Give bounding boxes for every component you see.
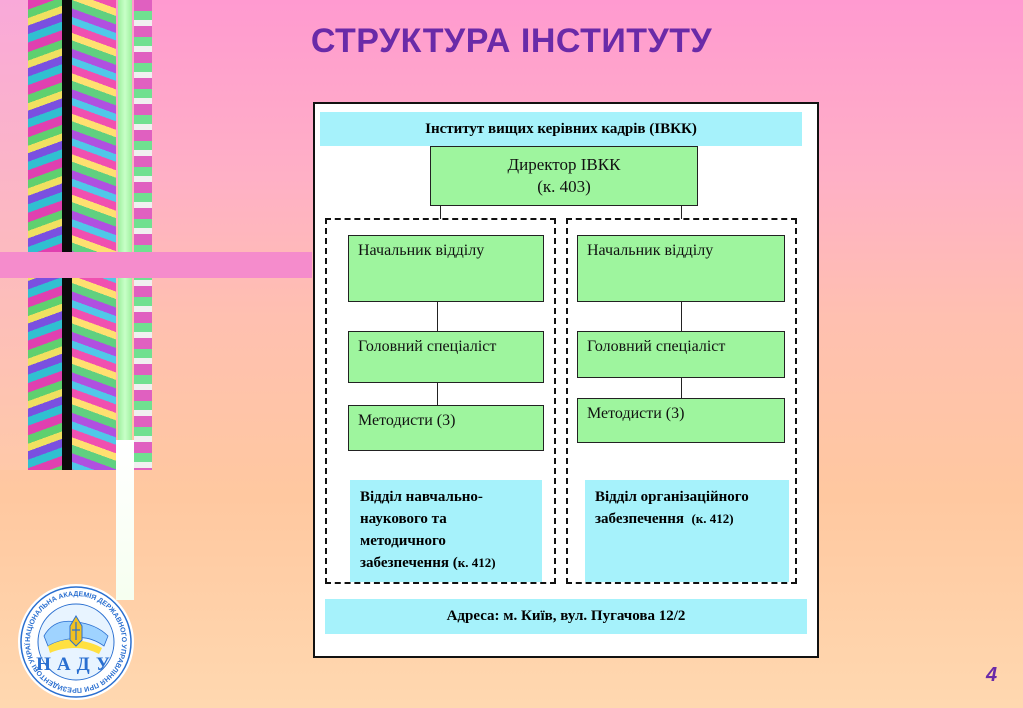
right-methodists-box: Методисти (3) [577, 398, 785, 443]
director-room: (к. 403) [537, 177, 591, 196]
connector-director-right [681, 205, 682, 219]
connector-right-spec-meth [681, 377, 682, 398]
right-department-group [566, 218, 797, 584]
decorative-strip [0, 0, 152, 470]
left-department-box: Відділ навчально-наукового та методичног… [350, 480, 542, 582]
left-department-name: Відділ навчально-наукового та методичног… [360, 489, 483, 571]
logo-letters: НАДУ [36, 654, 116, 675]
connector-left-spec-meth [437, 382, 438, 405]
nadu-logo: НАЦІОНАЛЬНА АКАДЕМІЯ ДЕРЖАВНОГО УПРАВЛІН… [15, 579, 134, 700]
slide-title: СТРУКТУРА ІНСТИТУТУ [310, 22, 713, 60]
director-title: Директор ІВКК [507, 155, 621, 174]
connector-left-head-spec [437, 301, 438, 331]
director-box: Директор ІВКК (к. 403) [430, 146, 698, 206]
right-department-box: Відділ організаційного забезпечення (к. … [585, 480, 789, 582]
institute-header: Інститут вищих керівних кадрів (ІВКК) [320, 112, 802, 146]
left-department-room: к. 412) [457, 555, 496, 570]
right-department-room: (к. 412) [691, 511, 734, 526]
right-specialist-box: Головний спеціаліст [577, 331, 785, 378]
left-department-group [325, 218, 556, 584]
right-department-name: Відділ організаційного забезпечення [595, 489, 749, 527]
left-head-box: Начальник відділу [348, 235, 544, 302]
address-bar: Адреса: м. Київ, вул. Пугачова 12/2 [325, 599, 807, 634]
nadu-emblem-icon: НАЦІОНАЛЬНА АКАДЕМІЯ ДЕРЖАВНОГО УПРАВЛІН… [15, 579, 132, 698]
left-methodists-box: Методисти (3) [348, 405, 544, 451]
connector-director-left [440, 205, 441, 219]
right-head-box: Начальник відділу [577, 235, 785, 302]
decorative-white-bar [116, 440, 134, 600]
decorative-green-bar [118, 0, 132, 470]
page-number: 4 [986, 664, 998, 686]
left-specialist-box: Головний спеціаліст [348, 331, 544, 383]
connector-right-head-spec [681, 301, 682, 331]
decorative-pink-band [0, 252, 312, 278]
